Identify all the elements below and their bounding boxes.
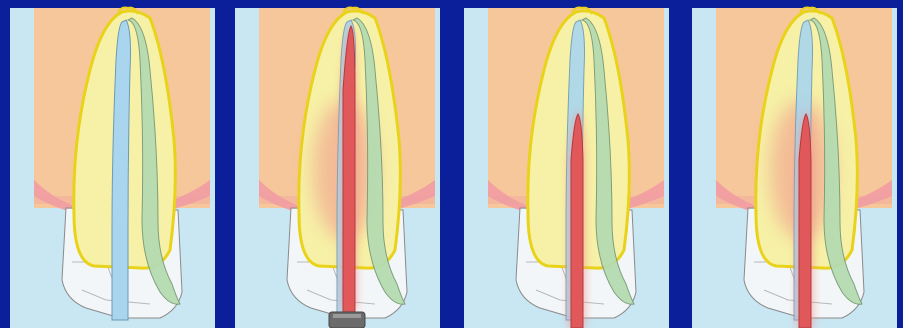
endodontic-file (799, 114, 811, 328)
endodontic-file (571, 114, 583, 328)
endodontic-file (343, 26, 355, 318)
panel-4 (692, 8, 897, 328)
panel-3 (464, 8, 669, 328)
instrument-handle-highlight (333, 314, 361, 318)
panel-1 (10, 8, 215, 328)
panel-2 (235, 8, 440, 328)
